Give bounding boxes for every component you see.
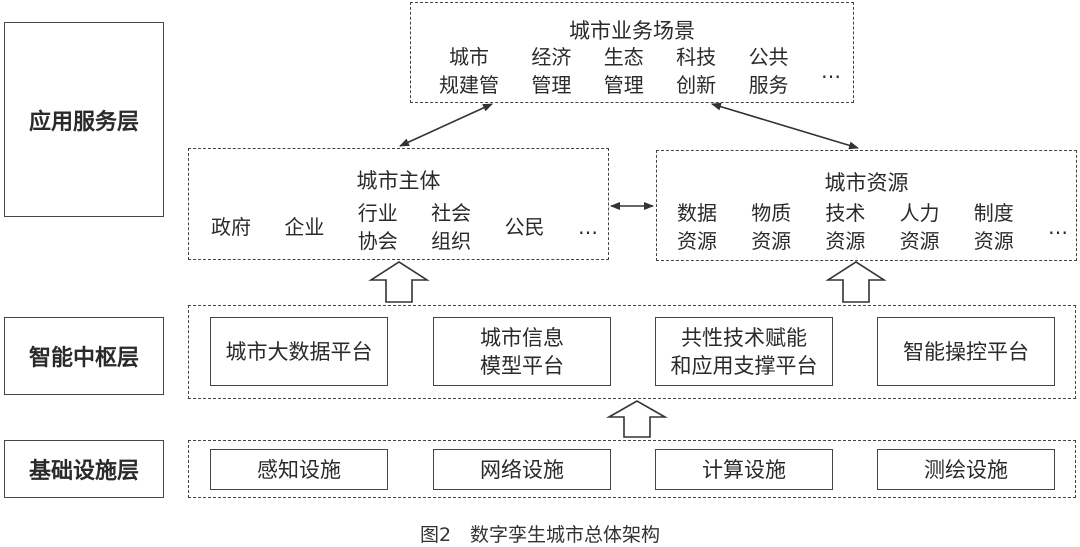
resources-items: 数据 资源 物质 资源 技术 资源 人力 资源 制度 资源 … xyxy=(677,197,1068,257)
resource-item: 人力 资源 xyxy=(899,201,940,253)
scenario-ellipsis: … xyxy=(820,59,841,83)
resource-ellipsis: … xyxy=(1047,215,1068,239)
resource-item: 物质 资源 xyxy=(751,201,792,253)
hub-platform-big-data: 城市大数据平台 xyxy=(210,317,388,386)
subjects-title: 城市主体 xyxy=(356,169,441,193)
infra-network: 网络设施 xyxy=(433,449,611,490)
hub-platform-cim: 城市信息 模型平台 xyxy=(433,317,611,386)
up-arrow-infra-to-hub xyxy=(605,400,669,438)
subject-item: 行业 协会 xyxy=(357,201,398,253)
infra-computing: 计算设施 xyxy=(655,449,833,490)
resource-item: 技术 资源 xyxy=(825,201,866,253)
scenario-item: 公共 服务 xyxy=(748,45,789,97)
up-arrow-hub-to-resources xyxy=(825,261,887,303)
scenario-item: 城市 规建管 xyxy=(439,45,499,97)
scenarios-title: 城市业务场景 xyxy=(569,19,695,43)
subject-ellipsis: … xyxy=(577,215,598,239)
resources-box: 城市资源 数据 资源 物质 资源 技术 资源 人力 资源 制度 资源 … xyxy=(656,150,1077,261)
scenarios-items: 城市 规建管 经济 管理 生态 管理 科技 创新 公共 服务 … xyxy=(439,43,841,99)
resource-item: 制度 资源 xyxy=(973,201,1014,253)
infrastructure-layer-box xyxy=(188,440,1076,498)
scenario-item: 生态 管理 xyxy=(603,45,644,97)
subject-item: 社会 组织 xyxy=(431,201,472,253)
arrow-scenarios-resources xyxy=(711,102,859,150)
subject-item: 公民 xyxy=(504,215,545,239)
scenarios-box: 城市业务场景 城市 规建管 经济 管理 生态 管理 科技 创新 公共 服务 … xyxy=(410,2,854,103)
infra-sensing: 感知设施 xyxy=(210,449,388,490)
layer-label-application: 应用服务层 xyxy=(4,22,164,217)
hub-layer-box xyxy=(188,305,1076,399)
figure-caption: 图2 数字孪生城市总体架构 xyxy=(419,524,661,546)
resource-item: 数据 资源 xyxy=(677,201,717,253)
hub-platform-common-tech: 共性技术赋能 和应用支撑平台 xyxy=(655,317,833,386)
subject-item: 政府 xyxy=(211,215,251,239)
subject-item: 企业 xyxy=(284,215,325,239)
scenario-item: 科技 创新 xyxy=(676,45,717,97)
subjects-items: 政府 企业 行业 协会 社会 组织 公民 … xyxy=(211,199,598,255)
layer-label-hub: 智能中枢层 xyxy=(4,317,164,395)
resources-title: 城市资源 xyxy=(824,171,909,195)
layer-label-infrastructure: 基础设施层 xyxy=(4,440,164,498)
arrow-scenarios-subjects xyxy=(399,103,493,147)
up-arrow-hub-to-subjects xyxy=(368,261,430,303)
subjects-box: 城市主体 政府 企业 行业 协会 社会 组织 公民 … xyxy=(188,148,609,260)
scenario-item: 经济 管理 xyxy=(531,45,572,97)
hub-platform-smart-control: 智能操控平台 xyxy=(877,317,1055,386)
infra-surveying: 测绘设施 xyxy=(877,449,1055,490)
